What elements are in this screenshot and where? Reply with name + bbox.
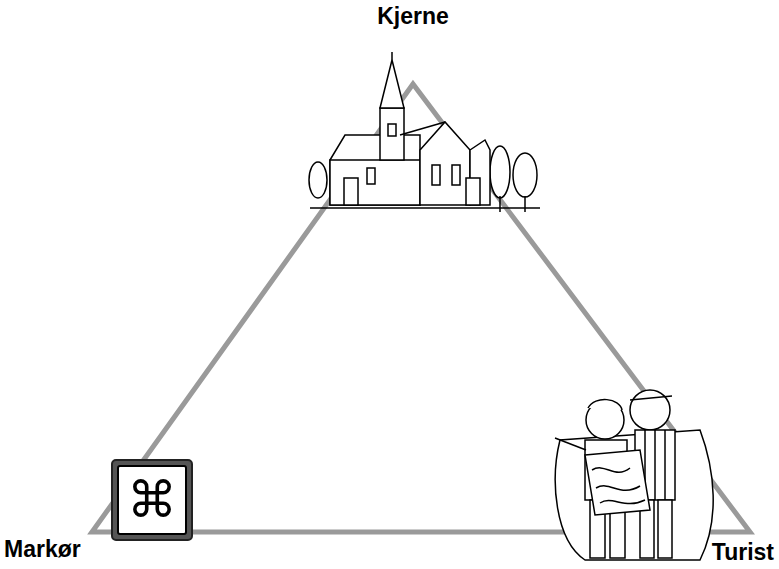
vertex-label: Markør [4, 537, 81, 562]
vertex-label: Kjerne [377, 4, 449, 29]
vertex-label: Turist [712, 540, 774, 565]
sign-symbol [112, 460, 192, 540]
church-drawing [309, 52, 540, 212]
tourists-drawing [555, 390, 713, 560]
sign-glyph: ⌘ [127, 475, 177, 525]
